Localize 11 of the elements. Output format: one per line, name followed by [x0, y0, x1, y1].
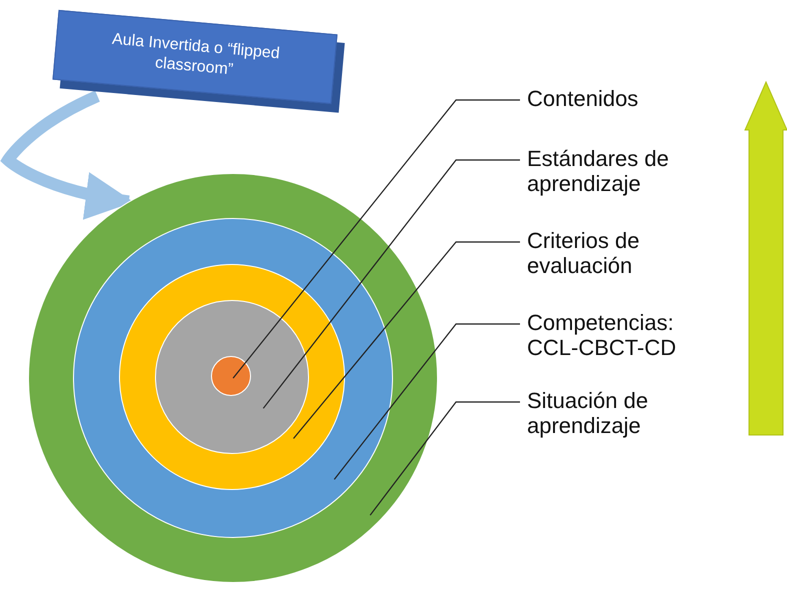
leader-line	[232, 99, 520, 378]
leader-line	[370, 401, 520, 516]
leader-line	[334, 323, 520, 480]
ring-label: Situación de aprendizaje	[527, 388, 727, 438]
ring-label: Estándares de aprendizaje	[527, 146, 727, 196]
ring-label: Criterios de evaluación	[527, 228, 727, 278]
leader-line	[293, 241, 520, 439]
leader-line	[262, 159, 520, 409]
center-disc	[211, 356, 251, 396]
ring-label: Competencias: CCL-CBCT-CD	[527, 310, 727, 360]
ring-label: Contenidos	[527, 86, 727, 111]
